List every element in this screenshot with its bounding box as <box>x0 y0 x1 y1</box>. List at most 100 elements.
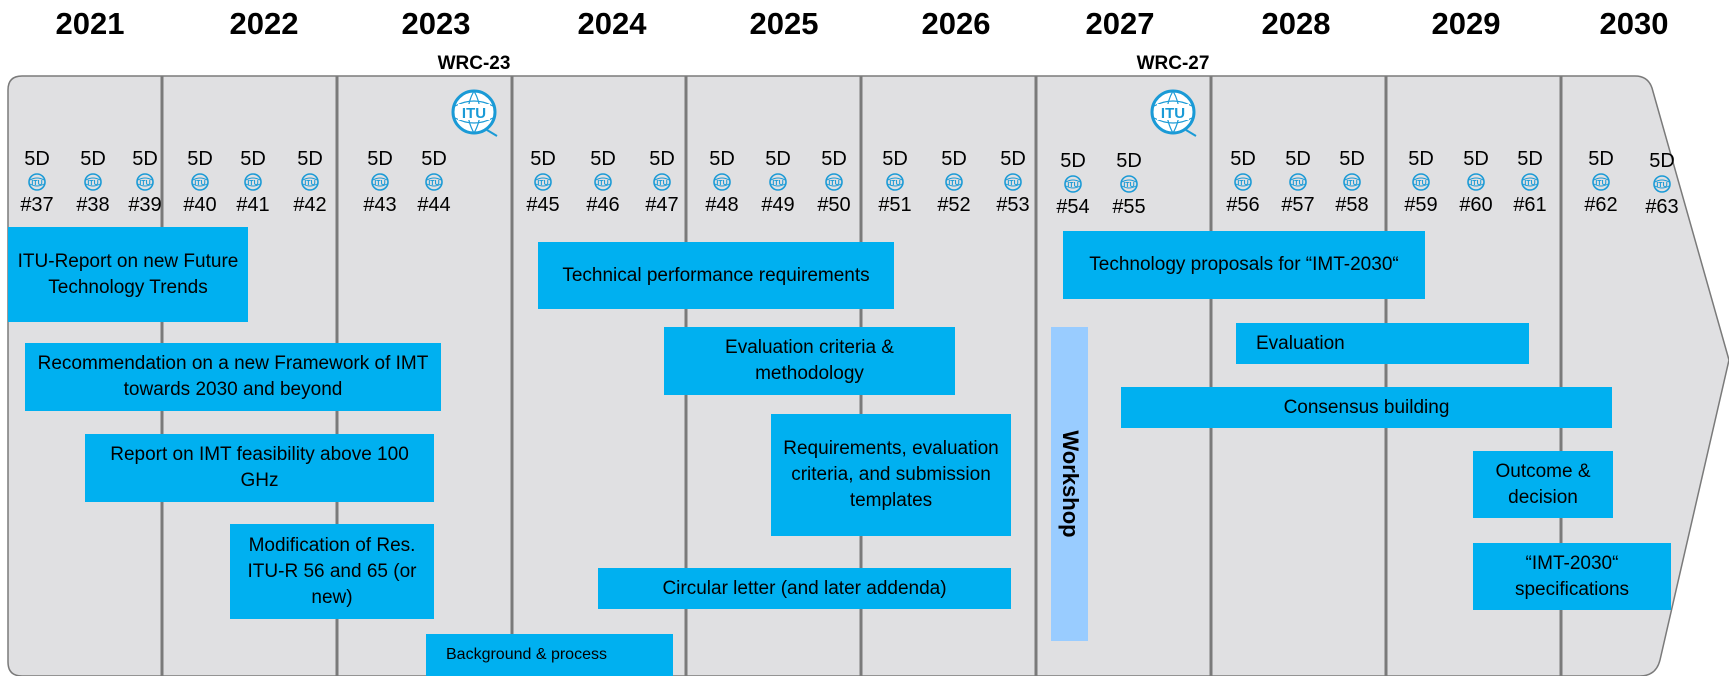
meeting-number: #47 <box>645 194 679 216</box>
svg-text:ITU: ITU <box>1161 105 1185 122</box>
meeting-number: #37 <box>20 194 54 216</box>
meeting-group: 5D <box>80 148 106 170</box>
meeting-group: 5D <box>1060 150 1086 172</box>
itu-small-icon: ITU <box>1119 174 1139 194</box>
meeting-group: 5D <box>421 148 447 170</box>
itu-small-icon: ITU <box>885 172 905 192</box>
itu-small-icon: ITU <box>83 172 103 192</box>
meeting-group: 5D <box>1230 148 1256 170</box>
background-box: Background & process <box>426 634 673 676</box>
svg-text:ITU: ITU <box>597 180 608 187</box>
meeting-marker: 5D ITU #56 <box>1218 148 1268 216</box>
meeting-group: 5D <box>765 148 791 170</box>
svg-text:ITU: ITU <box>194 180 205 187</box>
meeting-group: 5D <box>941 148 967 170</box>
svg-text:ITU: ITU <box>462 105 486 122</box>
meeting-group: 5D <box>821 148 847 170</box>
year-label: 2026 <box>921 6 991 41</box>
meeting-group: 5D <box>297 148 323 170</box>
itu-small-icon: ITU <box>300 172 320 192</box>
svg-text:ITU: ITU <box>1237 180 1248 187</box>
itu-small-icon: ITU <box>1233 172 1253 192</box>
meeting-number: #46 <box>586 194 620 216</box>
itu-small-icon: ITU <box>1342 172 1362 192</box>
meeting-number: #55 <box>1112 196 1146 218</box>
requirements-box: Requirements, evaluation criteria, and s… <box>771 414 1011 536</box>
wrc-label: WRC-27 <box>1136 53 1210 74</box>
itu-small-icon: ITU <box>27 172 47 192</box>
meeting-number: #45 <box>526 194 560 216</box>
outcome-decision-box: Outcome & decision <box>1473 451 1613 518</box>
wrc-label: WRC-23 <box>437 53 511 74</box>
meeting-group: 5D <box>1649 150 1675 172</box>
svg-text:ITU: ITU <box>1656 182 1667 189</box>
year-label: 2028 <box>1261 6 1331 41</box>
consensus-building-box: Consensus building <box>1121 387 1612 428</box>
meeting-group: 5D <box>1339 148 1365 170</box>
meeting-group: 5D <box>1463 148 1489 170</box>
meeting-group: 5D <box>649 148 675 170</box>
svg-text:ITU: ITU <box>31 180 42 187</box>
meeting-number: #62 <box>1584 194 1618 216</box>
meeting-group: 5D <box>882 148 908 170</box>
itu-small-icon: ITU <box>533 172 553 192</box>
svg-text:ITU: ITU <box>1524 180 1535 187</box>
meeting-group: 5D <box>709 148 735 170</box>
svg-text:ITU: ITU <box>1067 182 1078 189</box>
itu-small-icon: ITU <box>1466 172 1486 192</box>
meeting-group: 5D <box>240 148 266 170</box>
evaluation-box: Evaluation <box>1236 323 1529 364</box>
svg-text:ITU: ITU <box>1346 180 1357 187</box>
itu-small-icon: ITU <box>1288 172 1308 192</box>
meeting-number: #40 <box>183 194 217 216</box>
meeting-number: #38 <box>76 194 110 216</box>
meeting-number: #44 <box>417 194 451 216</box>
meeting-marker: 5D ITU #46 <box>578 148 628 216</box>
itu-small-icon: ITU <box>1411 172 1431 192</box>
year-label: 2027 <box>1085 6 1155 41</box>
meeting-group: 5D <box>590 148 616 170</box>
itu-small-icon: ITU <box>190 172 210 192</box>
technology-proposals-box: Technology proposals for “IMT-2030“ <box>1063 231 1425 299</box>
workshop-bar: Workshop <box>1051 327 1088 641</box>
meeting-number: #51 <box>878 194 912 216</box>
meeting-number: #56 <box>1226 194 1260 216</box>
svg-text:ITU: ITU <box>1415 180 1426 187</box>
meeting-number: #50 <box>817 194 851 216</box>
itu-small-icon: ITU <box>243 172 263 192</box>
itu-small-icon: ITU <box>1003 172 1023 192</box>
feasibility-box: Report on IMT feasibility above 100 GHz <box>85 434 434 502</box>
meeting-group: 5D <box>1000 148 1026 170</box>
itu-small-icon: ITU <box>824 172 844 192</box>
meeting-marker: 5D ITU #55 <box>1104 150 1154 218</box>
meeting-group: 5D <box>1116 150 1142 172</box>
itu-small-icon: ITU <box>1591 172 1611 192</box>
itu-logo-icon: ITU <box>1146 86 1200 138</box>
itu-small-icon: ITU <box>424 172 444 192</box>
meeting-number: #60 <box>1459 194 1493 216</box>
svg-text:ITU: ITU <box>1123 182 1134 189</box>
meeting-number: #49 <box>761 194 795 216</box>
itu-report-box: ITU-Report on new Future Technology Tren… <box>8 227 248 322</box>
meeting-number: #39 <box>128 194 162 216</box>
meeting-number: #52 <box>937 194 971 216</box>
evaluation-criteria-box: Evaluation criteria & methodology <box>664 327 955 395</box>
meeting-number: #42 <box>293 194 327 216</box>
recommendation-box: Recommendation on a new Framework of IMT… <box>25 343 441 411</box>
itu-small-icon: ITU <box>768 172 788 192</box>
meeting-group: 5D <box>367 148 393 170</box>
